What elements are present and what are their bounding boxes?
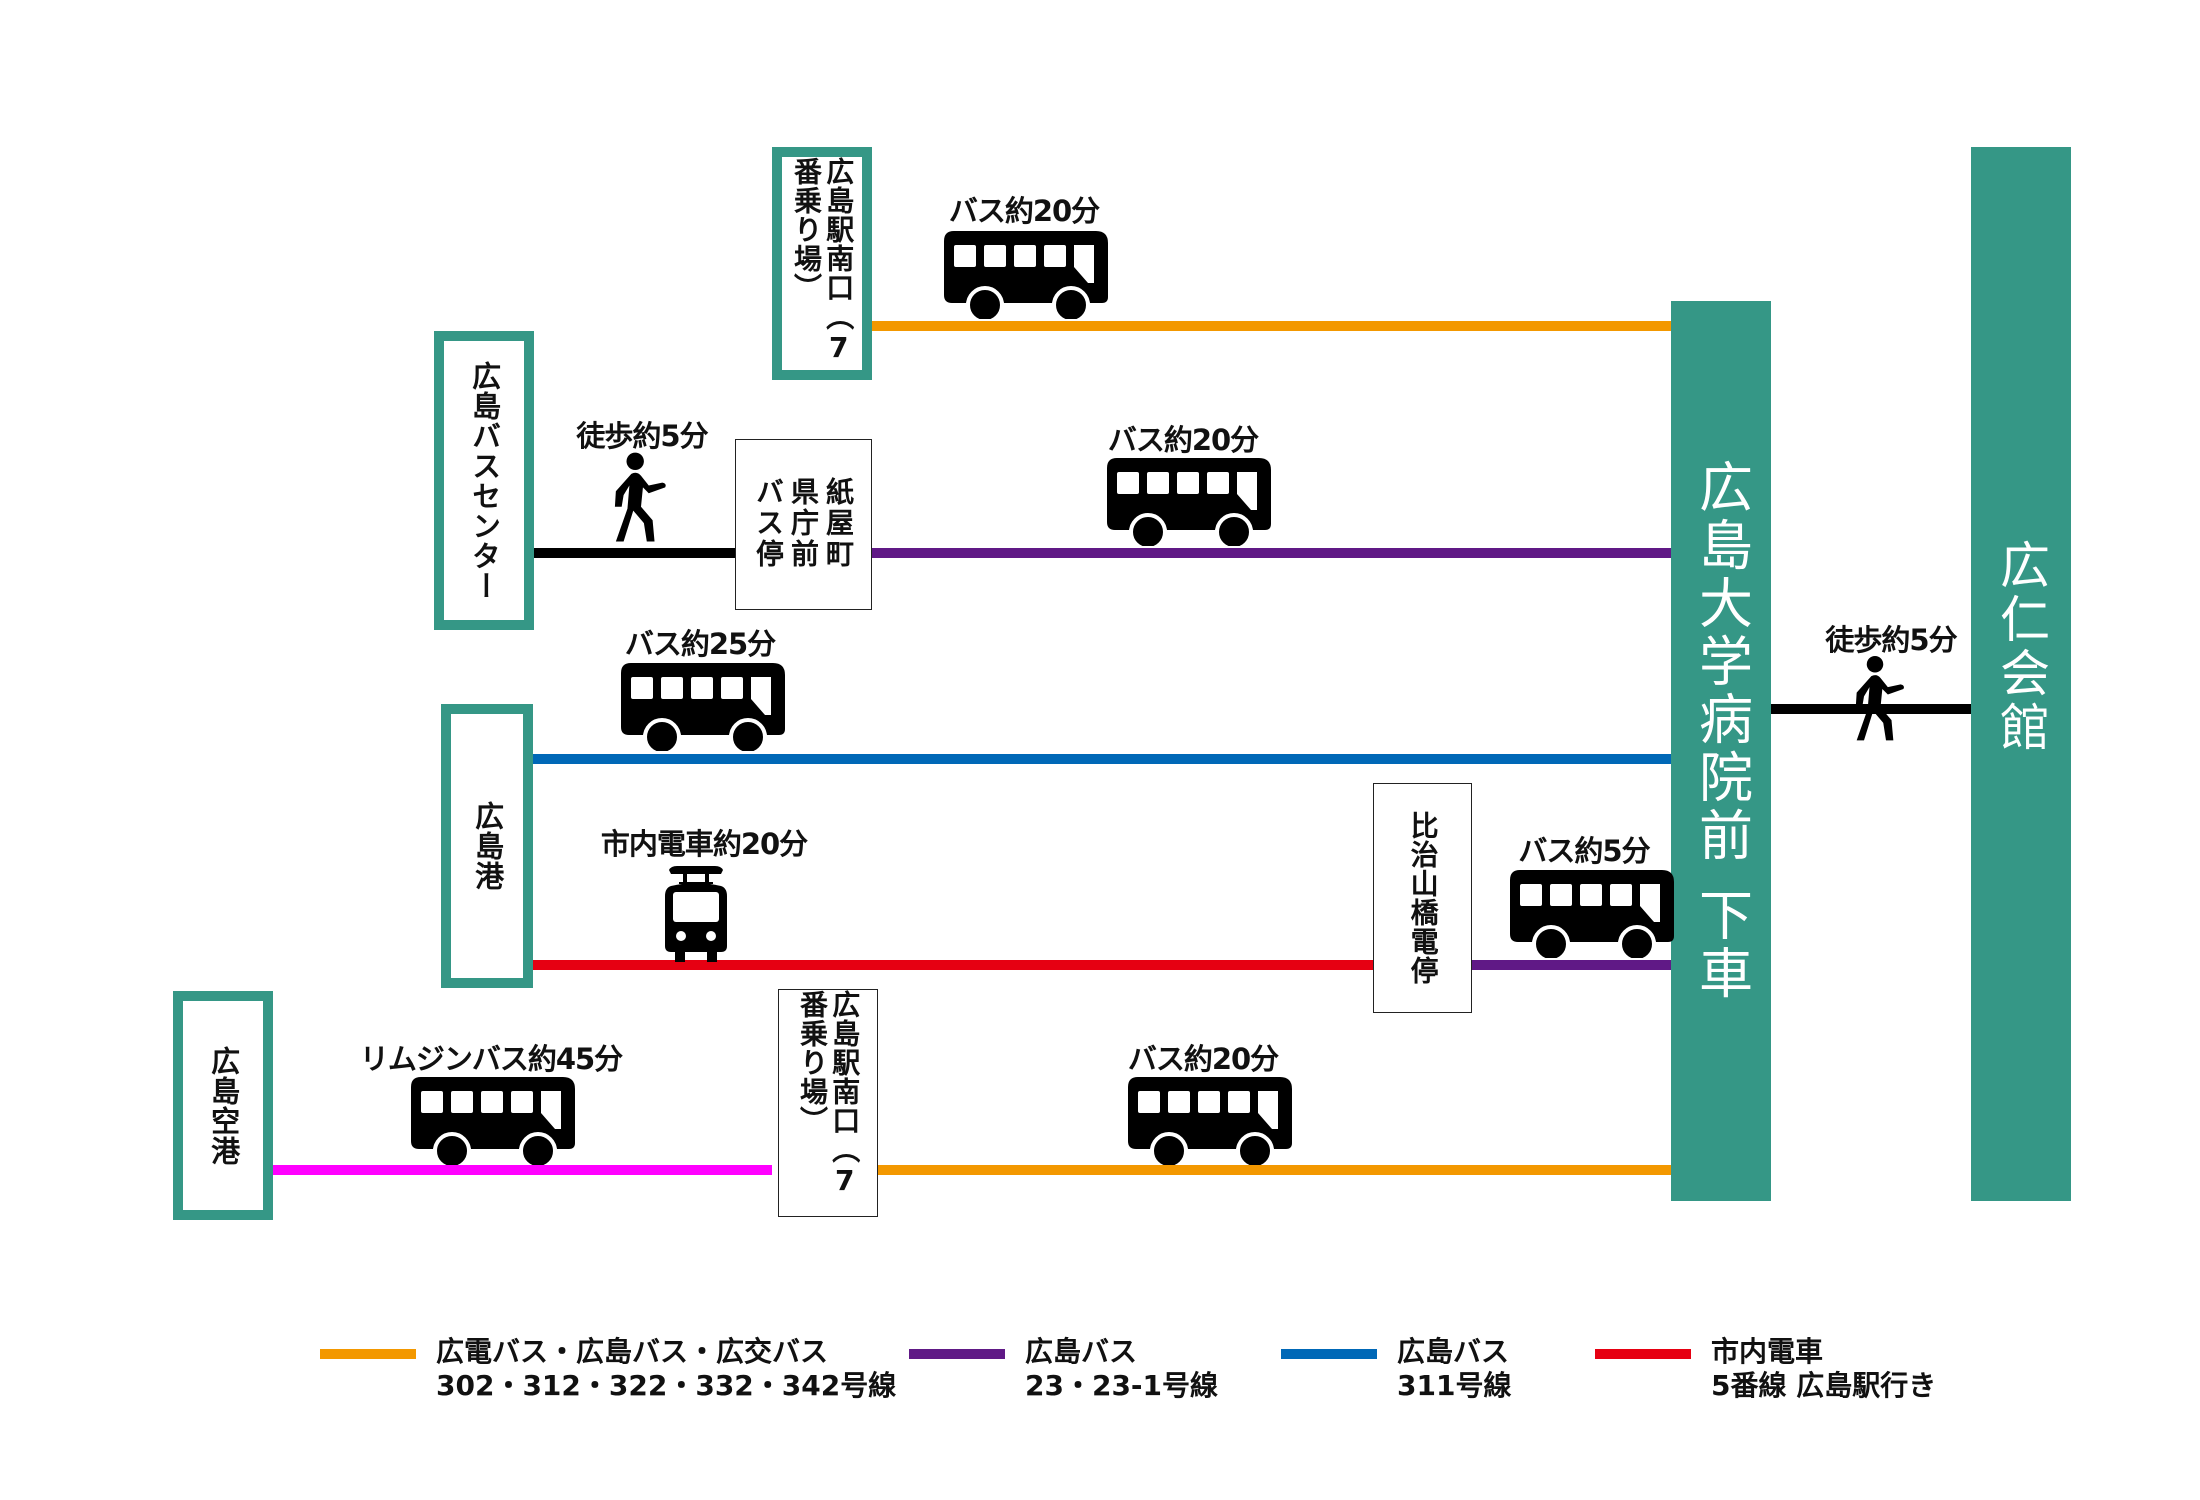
route-label-station-bus: バス約20分 bbox=[948, 194, 1100, 228]
legend-item-orange: 広電バス・広島バス・広交バス 302・312・322・332・342号線 bbox=[320, 1335, 896, 1403]
route-label-port-tram: 市内電車約20分 bbox=[600, 827, 808, 861]
venue-column: 広仁会館 bbox=[1971, 147, 2071, 1201]
origin-hiroshima-station-south-top: 広島駅南口（7番乗り場） bbox=[772, 147, 872, 380]
bus-icon bbox=[1107, 458, 1271, 546]
bus-icon bbox=[1128, 1077, 1292, 1165]
walk-label-to-venue: 徒歩約5分 bbox=[1825, 623, 1957, 657]
legend-sublabel: 5番線 広島駅行き bbox=[1711, 1369, 1937, 1402]
destination-stop-main: 広島大学病院前 bbox=[1689, 459, 1753, 865]
route-line-purple-mid bbox=[872, 548, 1671, 558]
origin-hiroshima-airport: 広島空港 bbox=[173, 991, 273, 1220]
legend-swatch-purple bbox=[909, 1349, 1005, 1359]
origin-label: 広島駅南口（7番乗り場） bbox=[790, 157, 856, 365]
origin-label: 広島駅南口（7番乗り場） bbox=[796, 990, 862, 1198]
legend-label: 市内電車 bbox=[1711, 1335, 1824, 1368]
walker-icon bbox=[1853, 656, 1908, 744]
walk-line-bus-center bbox=[534, 548, 735, 558]
route-label-airport-limousine: リムジンバス約45分 bbox=[359, 1042, 623, 1076]
bus-icon bbox=[411, 1077, 575, 1165]
legend-sublabel: 311号線 bbox=[1397, 1369, 1512, 1402]
origin-label: 広島港 bbox=[470, 801, 505, 891]
origin-label: 広島空港 bbox=[206, 1045, 241, 1166]
route-label-station-bus-bottom: バス約20分 bbox=[1127, 1042, 1279, 1076]
route-label-port-bus: バス約25分 bbox=[624, 627, 776, 661]
legend-item-blue: 広島バス 311号線 bbox=[1281, 1335, 1511, 1403]
route-label-bus-center-walk: 徒歩約5分 bbox=[576, 419, 708, 453]
legend-label: 広島バス bbox=[1025, 1335, 1138, 1368]
tram-icon bbox=[661, 866, 731, 962]
destination-stop-column: 広島大学病院前下車 bbox=[1671, 301, 1771, 1201]
legend-swatch-orange bbox=[320, 1349, 416, 1359]
origin-hiroshima-station-south-bottom: 広島駅南口（7番乗り場） bbox=[778, 989, 878, 1217]
destination-stop-suffix: 下車 bbox=[1689, 887, 1753, 1003]
legend-swatch-red bbox=[1595, 1349, 1691, 1359]
walker-icon bbox=[612, 452, 670, 546]
destination-stop-name: 広島大学病院前下車 bbox=[1682, 459, 1761, 1201]
route-line-magenta bbox=[273, 1165, 772, 1175]
route-line-orange-bottom bbox=[878, 1165, 1671, 1175]
venue-name: 広仁会館 bbox=[1992, 539, 2050, 755]
transfer-stop-label: 紙屋町県庁前バス停 bbox=[752, 476, 855, 570]
origin-bus-center: 広島バスセンター bbox=[434, 331, 534, 630]
route-label-hijiyama-bus: バス約5分 bbox=[1518, 834, 1650, 868]
route-label-kamiyacho-bus: バス約20分 bbox=[1107, 423, 1259, 457]
route-line-orange-top bbox=[872, 321, 1671, 331]
legend-swatch-blue bbox=[1281, 1349, 1377, 1359]
legend-sublabel: 302・312・322・332・342号線 bbox=[436, 1369, 897, 1402]
transfer-stop-kamiyacho: 紙屋町県庁前バス停 bbox=[735, 439, 872, 610]
route-line-blue bbox=[533, 754, 1671, 764]
legend-label: 広電バス・広島バス・広交バス bbox=[436, 1335, 829, 1368]
origin-label: 広島バスセンター bbox=[467, 360, 502, 601]
bus-icon bbox=[621, 663, 785, 751]
transfer-stop-hijiyama: 比治山橋電停 bbox=[1373, 783, 1472, 1013]
route-line-red bbox=[533, 960, 1373, 970]
route-line-purple-short bbox=[1472, 960, 1671, 970]
legend-sublabel: 23・23-1号線 bbox=[1025, 1369, 1219, 1402]
bus-icon bbox=[944, 231, 1108, 319]
origin-hiroshima-port: 広島港 bbox=[441, 704, 533, 988]
legend-item-purple: 広島バス 23・23-1号線 bbox=[909, 1335, 1218, 1403]
legend-label: 広島バス bbox=[1397, 1335, 1510, 1368]
transfer-stop-label: 比治山橋電停 bbox=[1406, 811, 1440, 985]
legend-item-red: 市内電車 5番線 広島駅行き bbox=[1595, 1335, 1936, 1403]
bus-icon bbox=[1510, 870, 1674, 958]
